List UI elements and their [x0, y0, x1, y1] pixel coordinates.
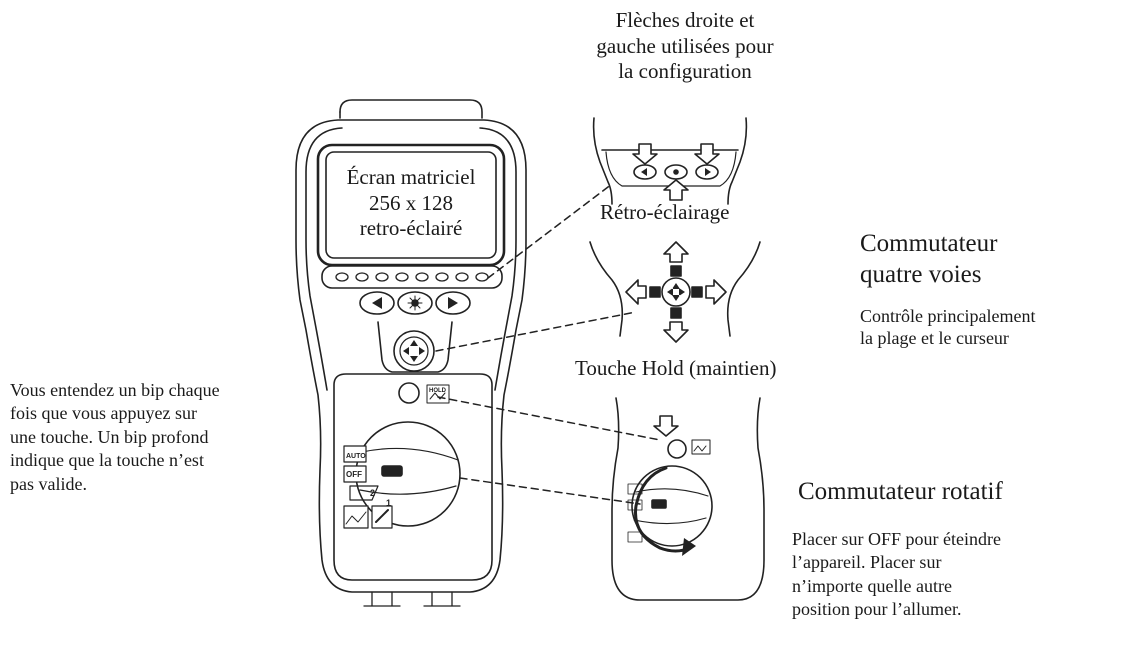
arrows-label: Flèches droite et gauche utilisées pour … [596, 8, 774, 84]
hold-icon [426, 384, 450, 404]
multimeter-device [295, 99, 527, 607]
rotary-description: Placer sur OFF pour éteindre l’appareil.… [792, 529, 1001, 620]
backlight-button[interactable] [397, 291, 433, 315]
rotary-title: Commutateur rotatif [798, 478, 1003, 505]
backlight-label: Rétro-éclairage [600, 200, 730, 224]
rotary-mode-badges [343, 445, 393, 529]
function-keys[interactable] [335, 272, 489, 282]
right-arrow-button[interactable] [435, 291, 471, 315]
hold-key-label: Touche Hold (maintien) [575, 356, 777, 380]
hold-button[interactable] [398, 382, 420, 404]
rotary-detail [611, 397, 765, 601]
device-mark-off: OFF [346, 470, 362, 479]
device-mark-1: 1 [386, 498, 391, 508]
device-mark-2: 2 [370, 488, 375, 498]
four-way-switch[interactable] [393, 330, 435, 372]
four-way-title: Commutateur quatre voies [860, 230, 998, 289]
four-way-detail [589, 241, 761, 343]
device-mark-auto: AUTO [346, 453, 366, 460]
hold-tag: HOLD [429, 388, 447, 394]
leader-lines [435, 183, 661, 505]
left-arrow-button[interactable] [359, 291, 395, 315]
arrow-keys-detail [592, 117, 748, 205]
beep-note: Vous entendez un bip chaque fois que vou… [10, 380, 220, 494]
screen-label: Écran matriciel 256 x 128 retro-éclairé [346, 165, 476, 241]
four-way-description: Contrôle principalement la plage et le c… [860, 306, 1036, 348]
